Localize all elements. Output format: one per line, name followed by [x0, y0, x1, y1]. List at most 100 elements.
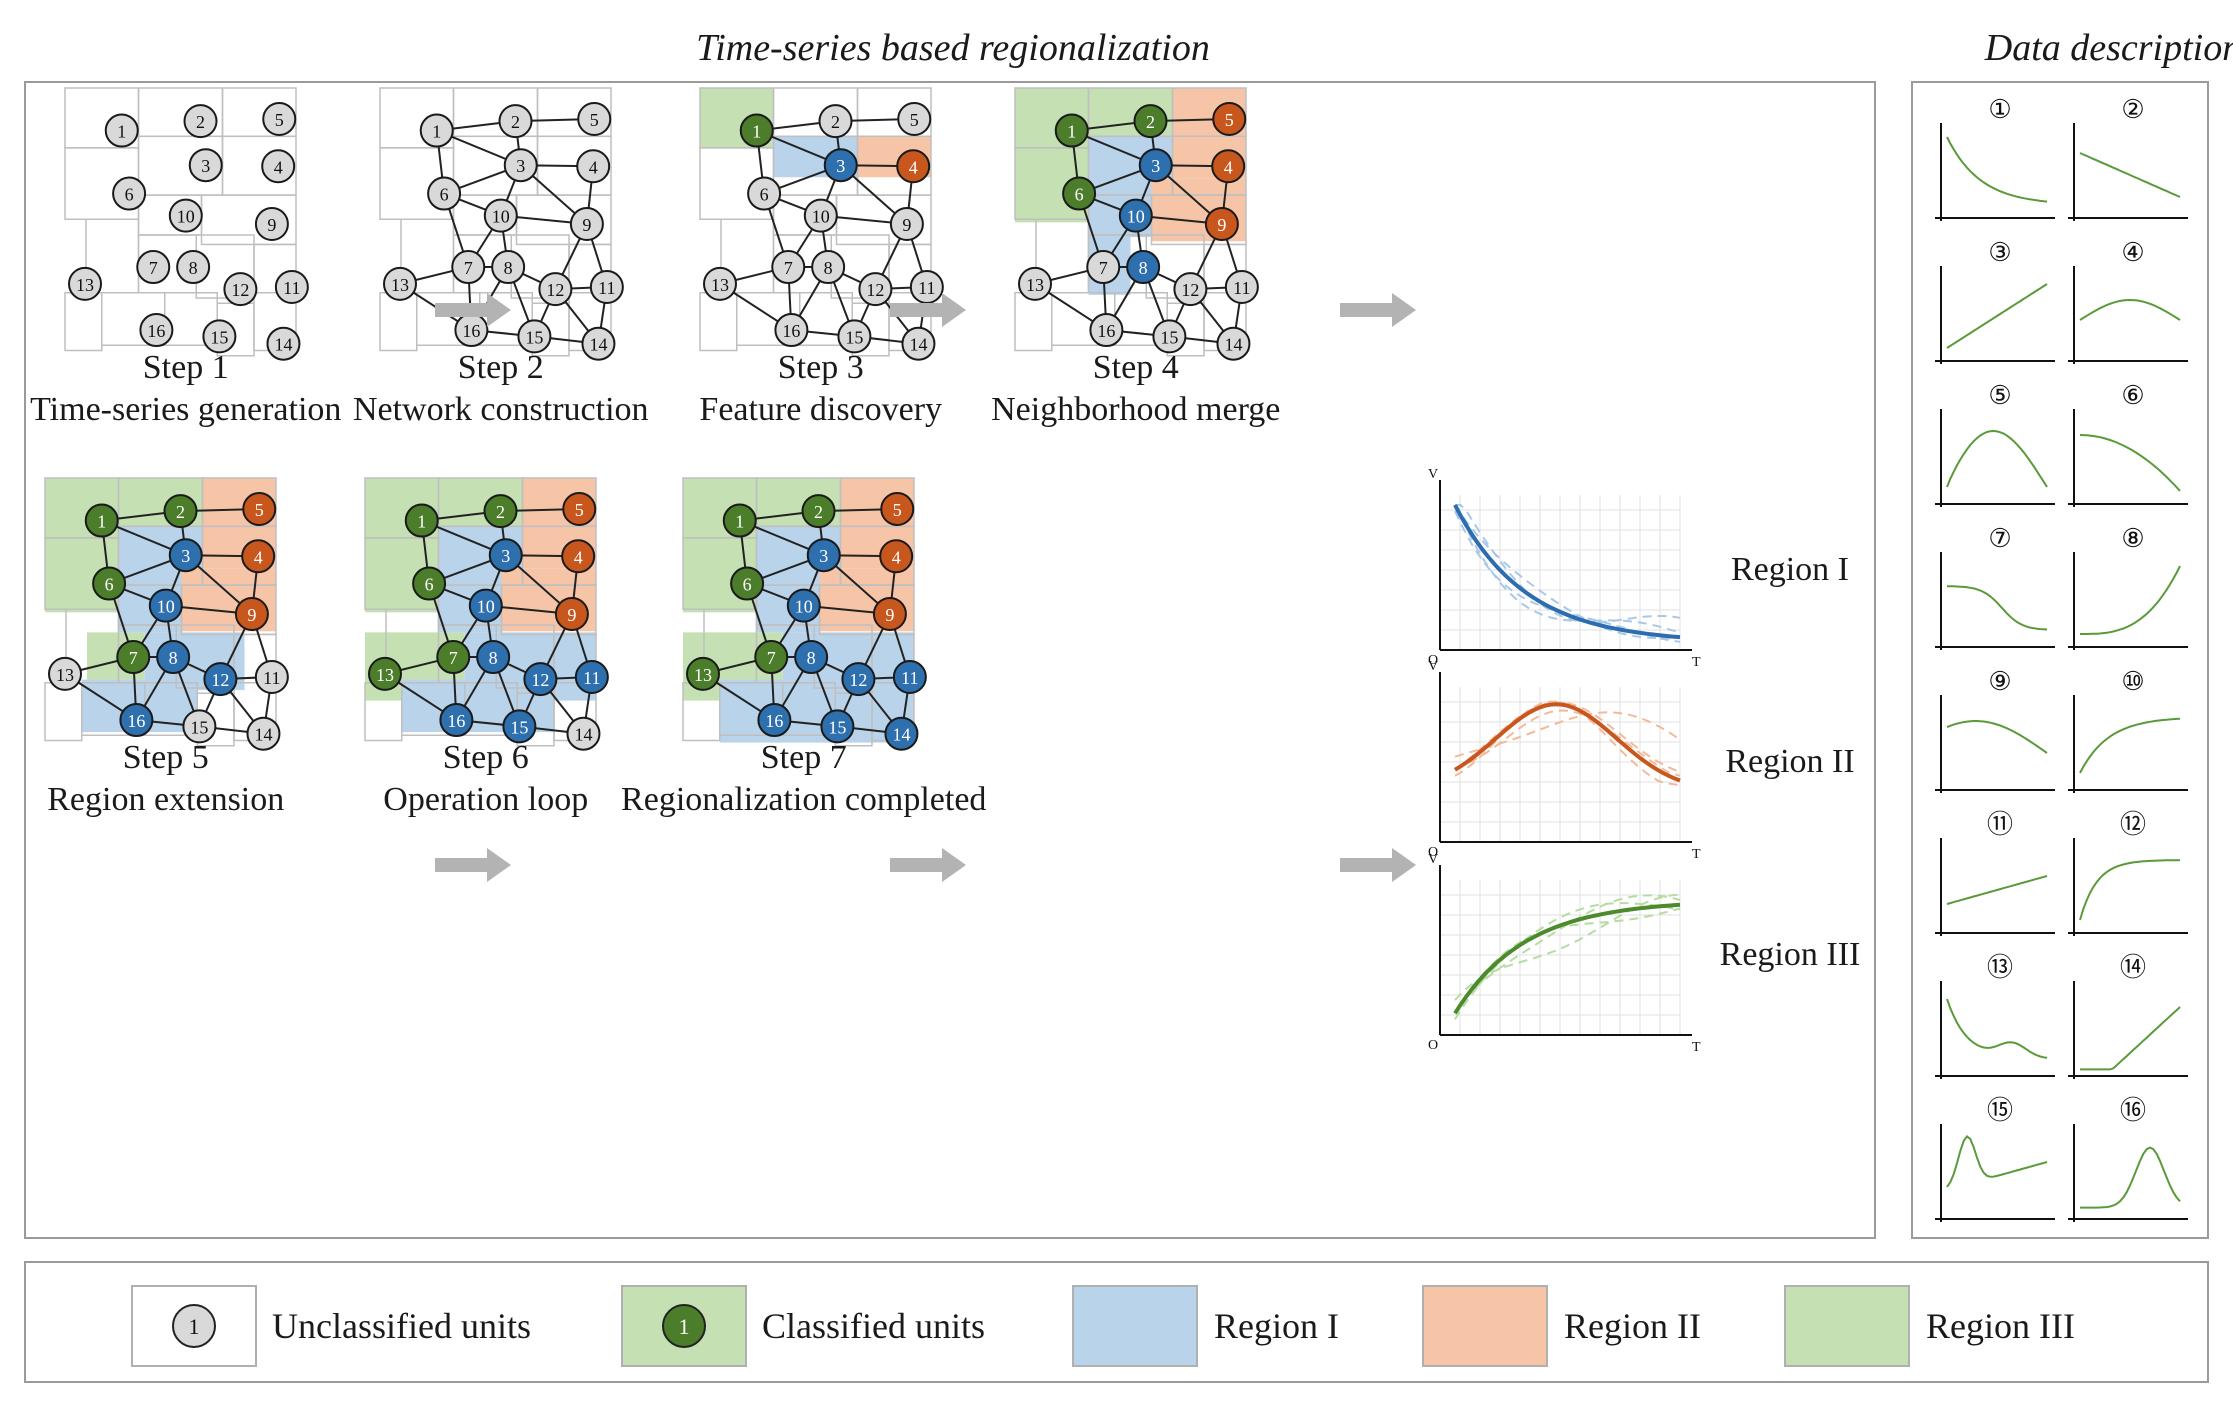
- data-panel-12: ⑫: [2068, 810, 2188, 936]
- unit-node-15: [837, 319, 872, 354]
- unit-node-7: [754, 640, 789, 675]
- data-panel-6: ⑥: [2068, 381, 2188, 507]
- region-curve-label-2: Region II: [1725, 743, 1854, 780]
- y-axis-label: V: [1428, 852, 1438, 867]
- data-panel-11: ⑪: [1935, 810, 2055, 936]
- unit-node-9: [569, 207, 604, 241]
- unit-node-15: [517, 319, 552, 354]
- unit-node-label-14: 14: [1224, 335, 1242, 355]
- unit-node-16: [1089, 313, 1124, 348]
- legend-classified-node-label: 1: [679, 1314, 690, 1339]
- member-series-4: [1454, 504, 1681, 634]
- unit-node-label-8: 8: [1139, 258, 1148, 278]
- unit-node-label-1: 1: [417, 512, 426, 532]
- unit-node-label-12: 12: [231, 280, 249, 300]
- data-panel-1: ①: [1935, 95, 2055, 221]
- map-cell-13: [44, 682, 83, 742]
- legend-unclassified-node: [172, 1304, 216, 1348]
- region-mean-series: [1453, 902, 1681, 1015]
- unit-node-label-12: 12: [866, 280, 884, 300]
- unit-node-label-7: 7: [129, 648, 138, 668]
- unit-node-label-12: 12: [211, 670, 229, 690]
- panel-series: [1947, 585, 2048, 631]
- unit-node-label-15: 15: [510, 717, 528, 737]
- unit-node-label-10: 10: [477, 597, 495, 617]
- unit-node-3: [488, 538, 523, 573]
- unit-node-label-5: 5: [275, 110, 284, 130]
- unit-node-1: [104, 113, 139, 148]
- unit-node-1: [84, 503, 119, 538]
- unit-node-13: [1018, 266, 1052, 301]
- data-panel-2: ②: [2068, 95, 2188, 221]
- legend-classified-node: [662, 1304, 706, 1348]
- unit-node-8: [476, 640, 511, 675]
- unit-node-label-14: 14: [274, 335, 292, 355]
- unit-node-label-9: 9: [1217, 215, 1226, 235]
- unit-node-label-11: 11: [901, 668, 918, 688]
- step-7-label: Step 7: [761, 739, 847, 776]
- region-mean-series: [1453, 702, 1681, 783]
- unit-node-8: [811, 250, 846, 285]
- data-panel-label: ⑩: [2121, 667, 2144, 696]
- legend-classified-label: Classified units: [762, 1306, 985, 1346]
- process-arrow-4: [435, 848, 511, 882]
- unit-node-label-5: 5: [590, 110, 599, 130]
- unit-node-2: [498, 104, 533, 139]
- unit-node-label-4: 4: [254, 547, 263, 567]
- step-1-label: Step 1: [143, 349, 229, 386]
- data-panel-label: ⑪: [1987, 810, 2013, 839]
- unit-node-6: [427, 176, 462, 211]
- data-panel-label: ⑤: [1988, 381, 2011, 410]
- legend: 1 Unclassified units 1 Classified units …: [131, 1285, 2075, 1367]
- region-mean-series: [1453, 504, 1681, 640]
- data-panel-9: ⑨: [1935, 667, 2055, 793]
- unit-node-label-3: 3: [1151, 156, 1160, 176]
- unit-node-label-9: 9: [582, 215, 591, 235]
- unit-node-label-11: 11: [583, 668, 600, 688]
- step-6-label: Step 6: [443, 739, 529, 776]
- unit-node-12: [203, 662, 238, 697]
- panel-series: [2079, 152, 2181, 198]
- unit-node-label-7: 7: [149, 258, 158, 278]
- unit-node-label-2: 2: [511, 112, 520, 132]
- unit-node-label-10: 10: [177, 207, 195, 227]
- process-arrow-1: [435, 293, 511, 327]
- member-series-4: [1454, 894, 1681, 1013]
- unit-node-5: [880, 492, 915, 526]
- unit-node-11: [274, 270, 309, 304]
- unit-node-11: [1224, 270, 1259, 304]
- panel-series: [2080, 565, 2181, 635]
- member-series-3: [1454, 893, 1681, 1001]
- unit-node-2: [183, 104, 218, 139]
- unit-node-label-4: 4: [574, 547, 583, 567]
- unit-node-label-1: 1: [432, 122, 441, 142]
- data-panel-3: ③: [1935, 238, 2055, 364]
- unit-node-label-12: 12: [546, 280, 564, 300]
- legend-region3-label: Region III: [1926, 1306, 2075, 1346]
- legend-region2-label: Region II: [1564, 1306, 1701, 1346]
- step-6-name: Operation loop: [383, 781, 588, 818]
- legend-region1-label: Region I: [1214, 1306, 1339, 1346]
- unit-node-label-3: 3: [181, 546, 190, 566]
- unit-node-label-9: 9: [885, 605, 894, 625]
- map-cell-13: [64, 292, 103, 352]
- side-title: Data description: [1984, 27, 2233, 69]
- unit-node-10: [786, 588, 821, 623]
- unit-node-label-3: 3: [201, 156, 210, 176]
- unit-node-2: [483, 494, 518, 529]
- unit-node-10: [803, 198, 838, 233]
- data-panel-8: ⑧: [2068, 524, 2188, 650]
- legend-unclassified-label: Unclassified units: [272, 1306, 531, 1346]
- data-panel-label: ⑬: [1987, 953, 2013, 982]
- unit-node-3: [1138, 148, 1173, 183]
- unit-node-label-16: 16: [765, 711, 783, 731]
- x-axis-label: T: [1692, 847, 1701, 862]
- process-arrow-6: [1340, 848, 1416, 882]
- panel-series: [1946, 875, 2048, 905]
- unit-node-label-13: 13: [711, 275, 729, 295]
- unit-node-10: [168, 198, 203, 233]
- unit-node-15: [1152, 319, 1187, 354]
